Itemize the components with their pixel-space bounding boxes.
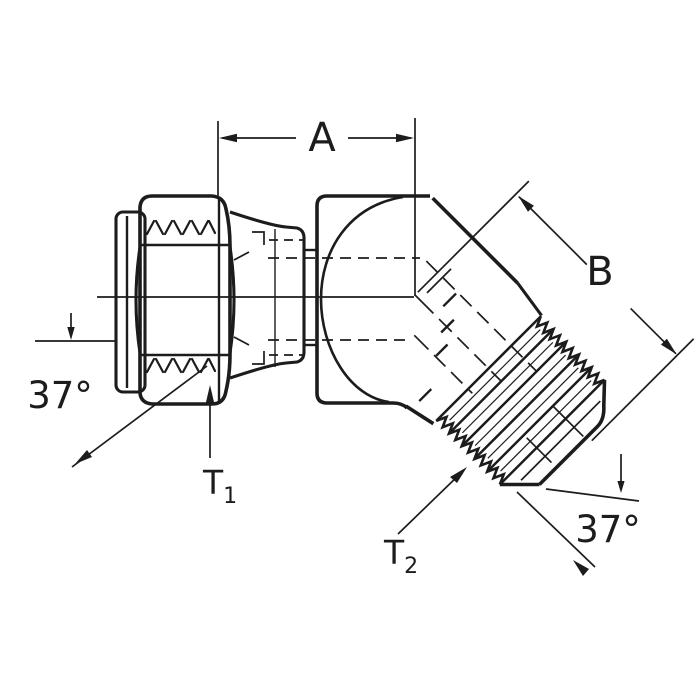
flare-tip	[499, 379, 607, 487]
left-angle-down-arrow	[67, 327, 75, 340]
nut-hatch-top	[145, 219, 217, 236]
left-angle-arrow	[75, 450, 92, 464]
label-angle-left: 37°	[27, 374, 93, 417]
a-arrow-left	[219, 133, 237, 143]
hex-face-ticks	[418, 292, 457, 402]
t1-arrow	[205, 385, 215, 403]
swivel-nut	[114, 194, 317, 406]
a-arrow-right	[396, 133, 414, 143]
dimension-a	[217, 118, 416, 296]
label-dim-b: B	[586, 249, 613, 295]
socket-arc	[319, 195, 404, 404]
male-end	[404, 180, 695, 487]
left-angle-diagonal	[71, 365, 208, 468]
b-extension-line-1	[417, 180, 530, 293]
leader-t2	[397, 467, 467, 535]
angle-37-right	[516, 454, 640, 576]
dimension-b	[417, 180, 695, 442]
label-angle-right: 37°	[575, 508, 641, 551]
angle-37-left	[67, 313, 208, 468]
t2-arrow	[450, 467, 467, 483]
label-dim-a: A	[308, 115, 336, 161]
label-t2: T2	[383, 533, 418, 579]
b-extension-line-2	[591, 338, 695, 442]
right-angle-axis-line	[516, 491, 596, 568]
b-arrow-right	[660, 338, 677, 355]
hex-nut-outline	[138, 194, 232, 406]
right-angle-seat-line	[545, 488, 640, 502]
hidden-bore-lines	[233, 231, 420, 365]
leader-t1	[205, 385, 215, 458]
elbow-body	[315, 194, 430, 410]
nut-hatch-bottom	[145, 357, 217, 374]
centerlines	[35, 229, 414, 367]
male-centerlines	[413, 260, 538, 394]
sleeve	[114, 210, 147, 394]
right-angle-down-arrow	[617, 481, 625, 493]
right-angle-arrow	[573, 560, 589, 576]
cone-transition	[229, 210, 306, 380]
b-arrow-left	[518, 196, 534, 212]
label-t1: T1	[202, 463, 237, 509]
